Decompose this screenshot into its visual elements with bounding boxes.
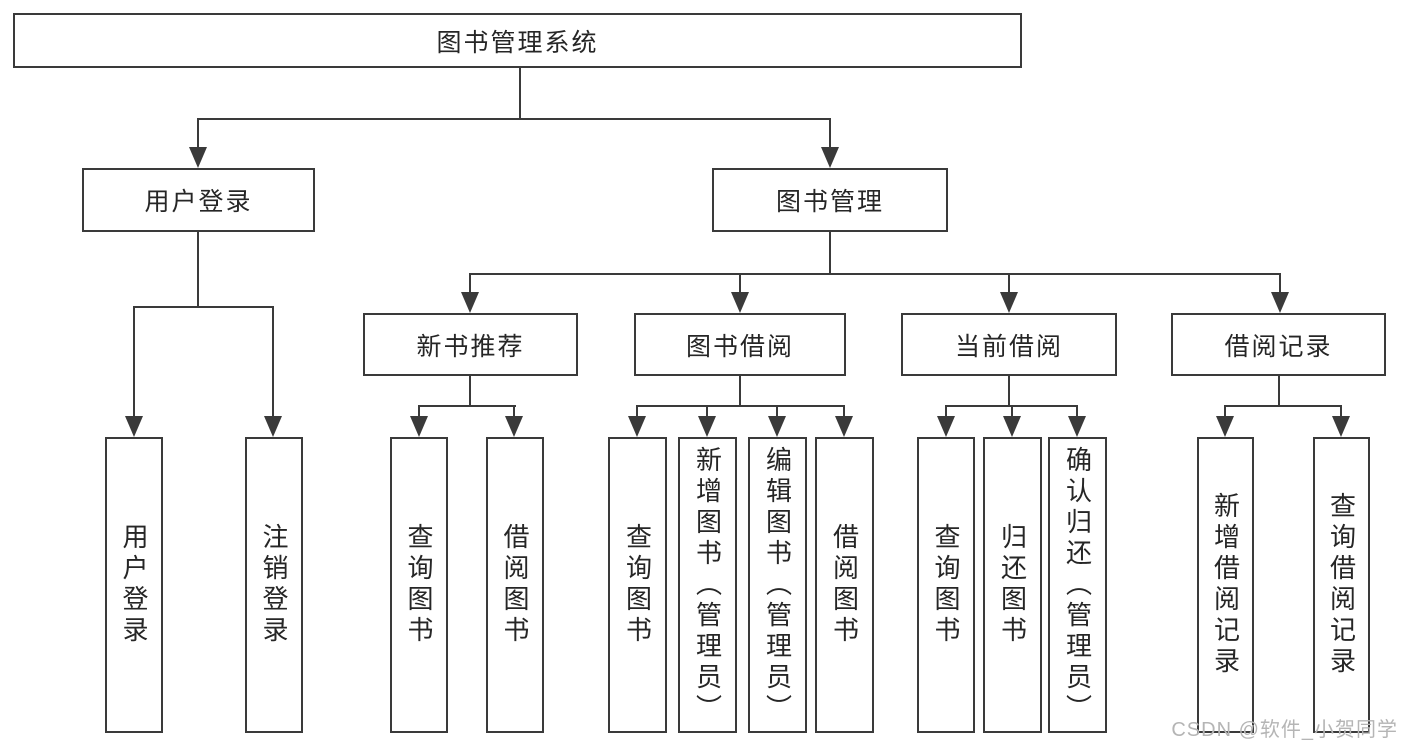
connector-line [1340,405,1342,418]
arrow-down-icon [264,416,282,437]
connector-line [1224,405,1342,407]
node-book-management: 图书管理 [712,168,948,232]
connector-line [1279,273,1281,295]
node-user-login: 用户登录 [82,168,315,232]
arrow-down-icon [189,147,207,168]
arrow-down-icon [1271,292,1289,313]
connector-line [776,405,778,418]
arrow-down-icon [1216,416,1234,437]
arrow-down-icon [125,416,143,437]
arrow-down-icon [1000,292,1018,313]
connector-line [739,273,741,295]
connector-line [829,230,831,275]
connector-line [945,405,947,418]
arrow-down-icon [505,416,523,437]
connector-line [197,230,199,308]
connector-line [1008,374,1010,407]
connector-line [469,273,1281,275]
arrow-down-icon [461,292,479,313]
connector-line [843,405,845,418]
node-borrow-books-recommend: 借阅图书 [486,437,544,733]
connector-line [513,405,515,418]
node-user-login-leaf: 用户登录 [105,437,163,733]
connector-line [1008,273,1010,295]
connector-line [1278,374,1280,407]
arrow-down-icon [937,416,955,437]
node-borrowing-records: 借阅记录 [1171,313,1386,376]
arrow-down-icon [410,416,428,437]
arrow-down-icon [1068,416,1086,437]
node-logout: 注销登录 [245,437,303,733]
arrow-down-icon [731,292,749,313]
connector-line [1076,405,1078,418]
arrow-down-icon [1003,416,1021,437]
node-query-books-recommend: 查询图书 [390,437,448,733]
connector-line [133,306,274,308]
connector-line [133,306,135,418]
connector-line [1224,405,1226,418]
node-return-books: 归还图书 [983,437,1042,733]
connector-line [1011,405,1013,418]
node-query-books-current: 查询图书 [917,437,975,733]
connector-line [636,405,845,407]
node-edit-book-admin: 编辑图书（管理员） [748,437,807,733]
arrow-down-icon [835,416,853,437]
connector-line [469,374,471,407]
node-current-borrowing: 当前借阅 [901,313,1117,376]
node-new-book-recommendation: 新书推荐 [363,313,578,376]
connector-line [272,306,274,418]
node-query-borrow-record: 查询借阅记录 [1313,437,1370,733]
connector-line [636,405,638,418]
connector-line [519,66,521,120]
arrow-down-icon [1332,416,1350,437]
arrow-down-icon [698,416,716,437]
connector-line [418,405,420,418]
connector-line [197,118,199,150]
connector-line [418,405,516,407]
arrow-down-icon [821,147,839,168]
node-book-borrowing: 图书借阅 [634,313,846,376]
connector-line [197,118,831,120]
arrow-down-icon [768,416,786,437]
node-add-book-admin: 新增图书（管理员） [678,437,737,733]
connector-line [706,405,708,418]
csdn-watermark: CSDN @软件_小贺同学 [1171,719,1398,741]
connector-line [739,374,741,407]
node-add-borrow-record: 新增借阅记录 [1197,437,1254,733]
node-query-books-borrow: 查询图书 [608,437,667,733]
node-confirm-return-admin: 确认归还（管理员） [1048,437,1107,733]
node-library-management-system: 图书管理系统 [13,13,1022,68]
connector-line [469,273,471,295]
connector-line [829,118,831,150]
arrow-down-icon [628,416,646,437]
node-borrow-books-leaf: 借阅图书 [815,437,874,733]
